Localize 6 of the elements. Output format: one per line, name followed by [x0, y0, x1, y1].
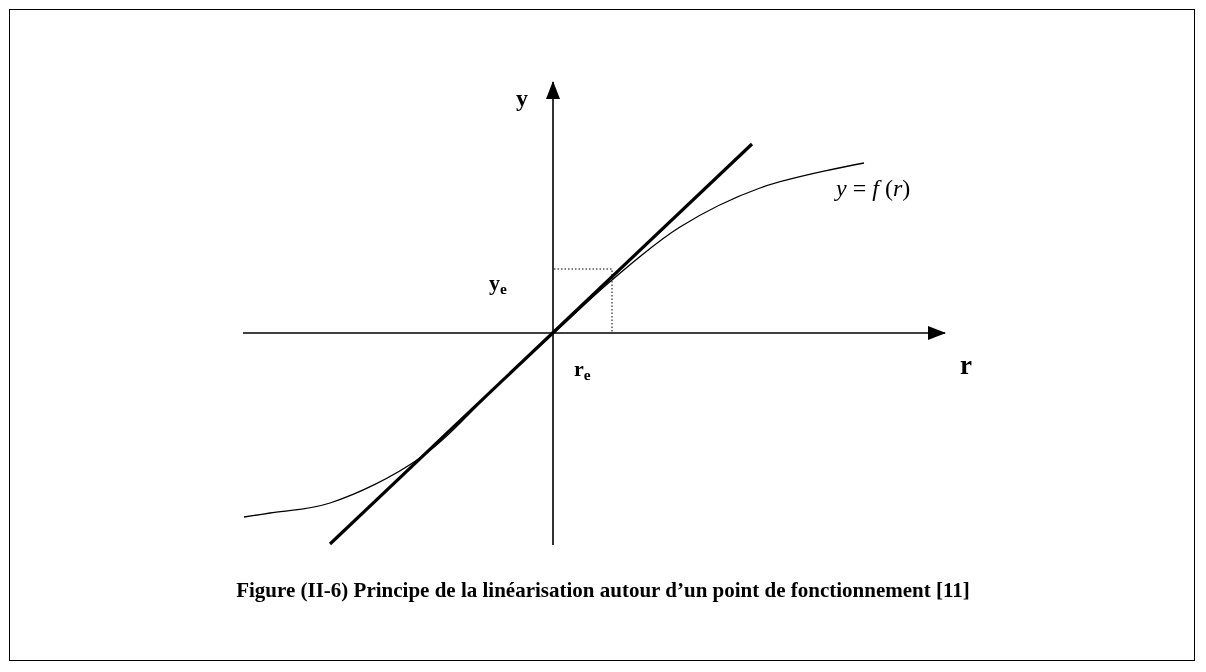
operating-point-label: y$_{e}$: [489, 272, 507, 297]
function-label: y = f (r): [836, 176, 911, 200]
figure-caption: Figure (II-6) Principe de la linéarisation autour d’un point de fonctionnement [11]: [235, 578, 971, 603]
operating-point-label: r$_{e}$: [574, 358, 591, 383]
axis-label: r: [960, 352, 972, 379]
axis-label: y: [516, 86, 528, 110]
